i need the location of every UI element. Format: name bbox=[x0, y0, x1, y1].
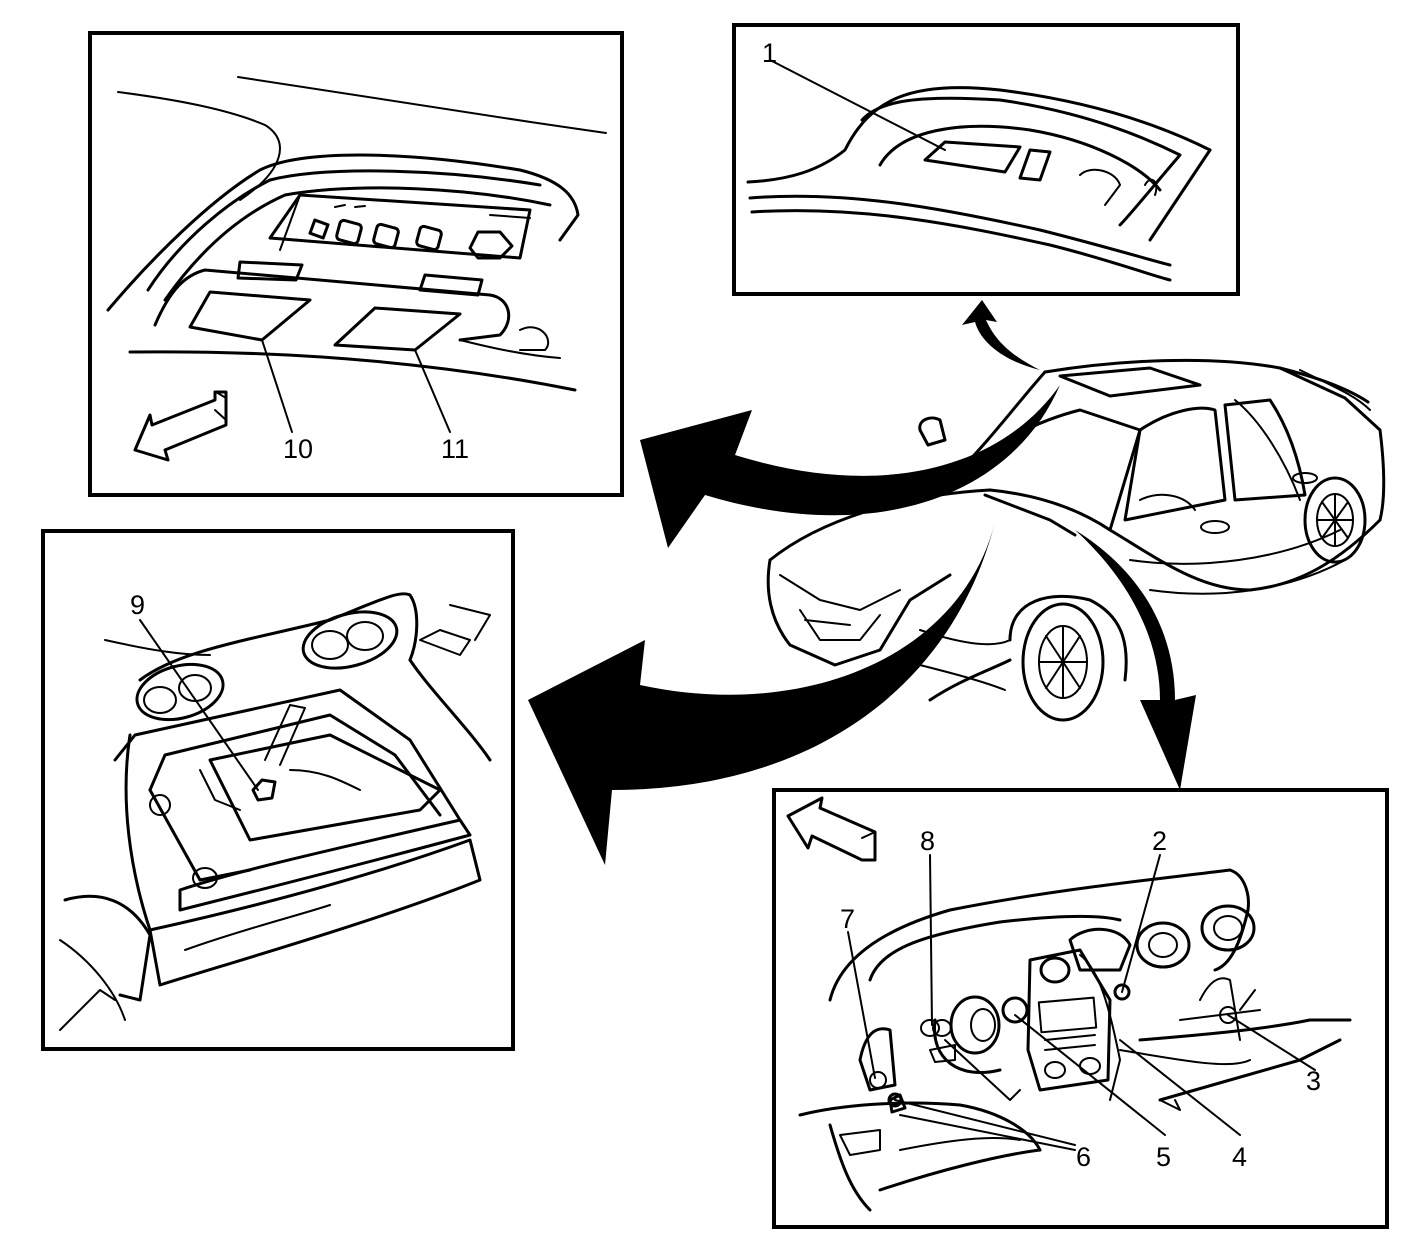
callout-7: 7 bbox=[840, 904, 855, 934]
panel-instrument-panel: 2 3 4 5 6 7 8 bbox=[772, 788, 1389, 1229]
panel-rear-headliner: 1 bbox=[732, 23, 1240, 296]
callout-8: 8 bbox=[920, 826, 935, 856]
callout-3: 3 bbox=[1306, 1066, 1321, 1096]
pointer-arrows bbox=[528, 300, 1196, 865]
callout-11: 11 bbox=[441, 434, 469, 464]
panel-glove-box: 9 bbox=[41, 529, 515, 1051]
callout-6: 6 bbox=[1076, 1142, 1091, 1172]
callout-9: 9 bbox=[130, 590, 145, 620]
callout-5: 5 bbox=[1156, 1142, 1171, 1172]
callout-10: 10 bbox=[283, 434, 313, 464]
vehicle-overview bbox=[766, 358, 1386, 722]
panel-overhead-console: 10 11 bbox=[88, 31, 624, 497]
callout-2: 2 bbox=[1152, 826, 1167, 856]
callout-4: 4 bbox=[1232, 1142, 1247, 1172]
callout-1: 1 bbox=[762, 38, 777, 68]
